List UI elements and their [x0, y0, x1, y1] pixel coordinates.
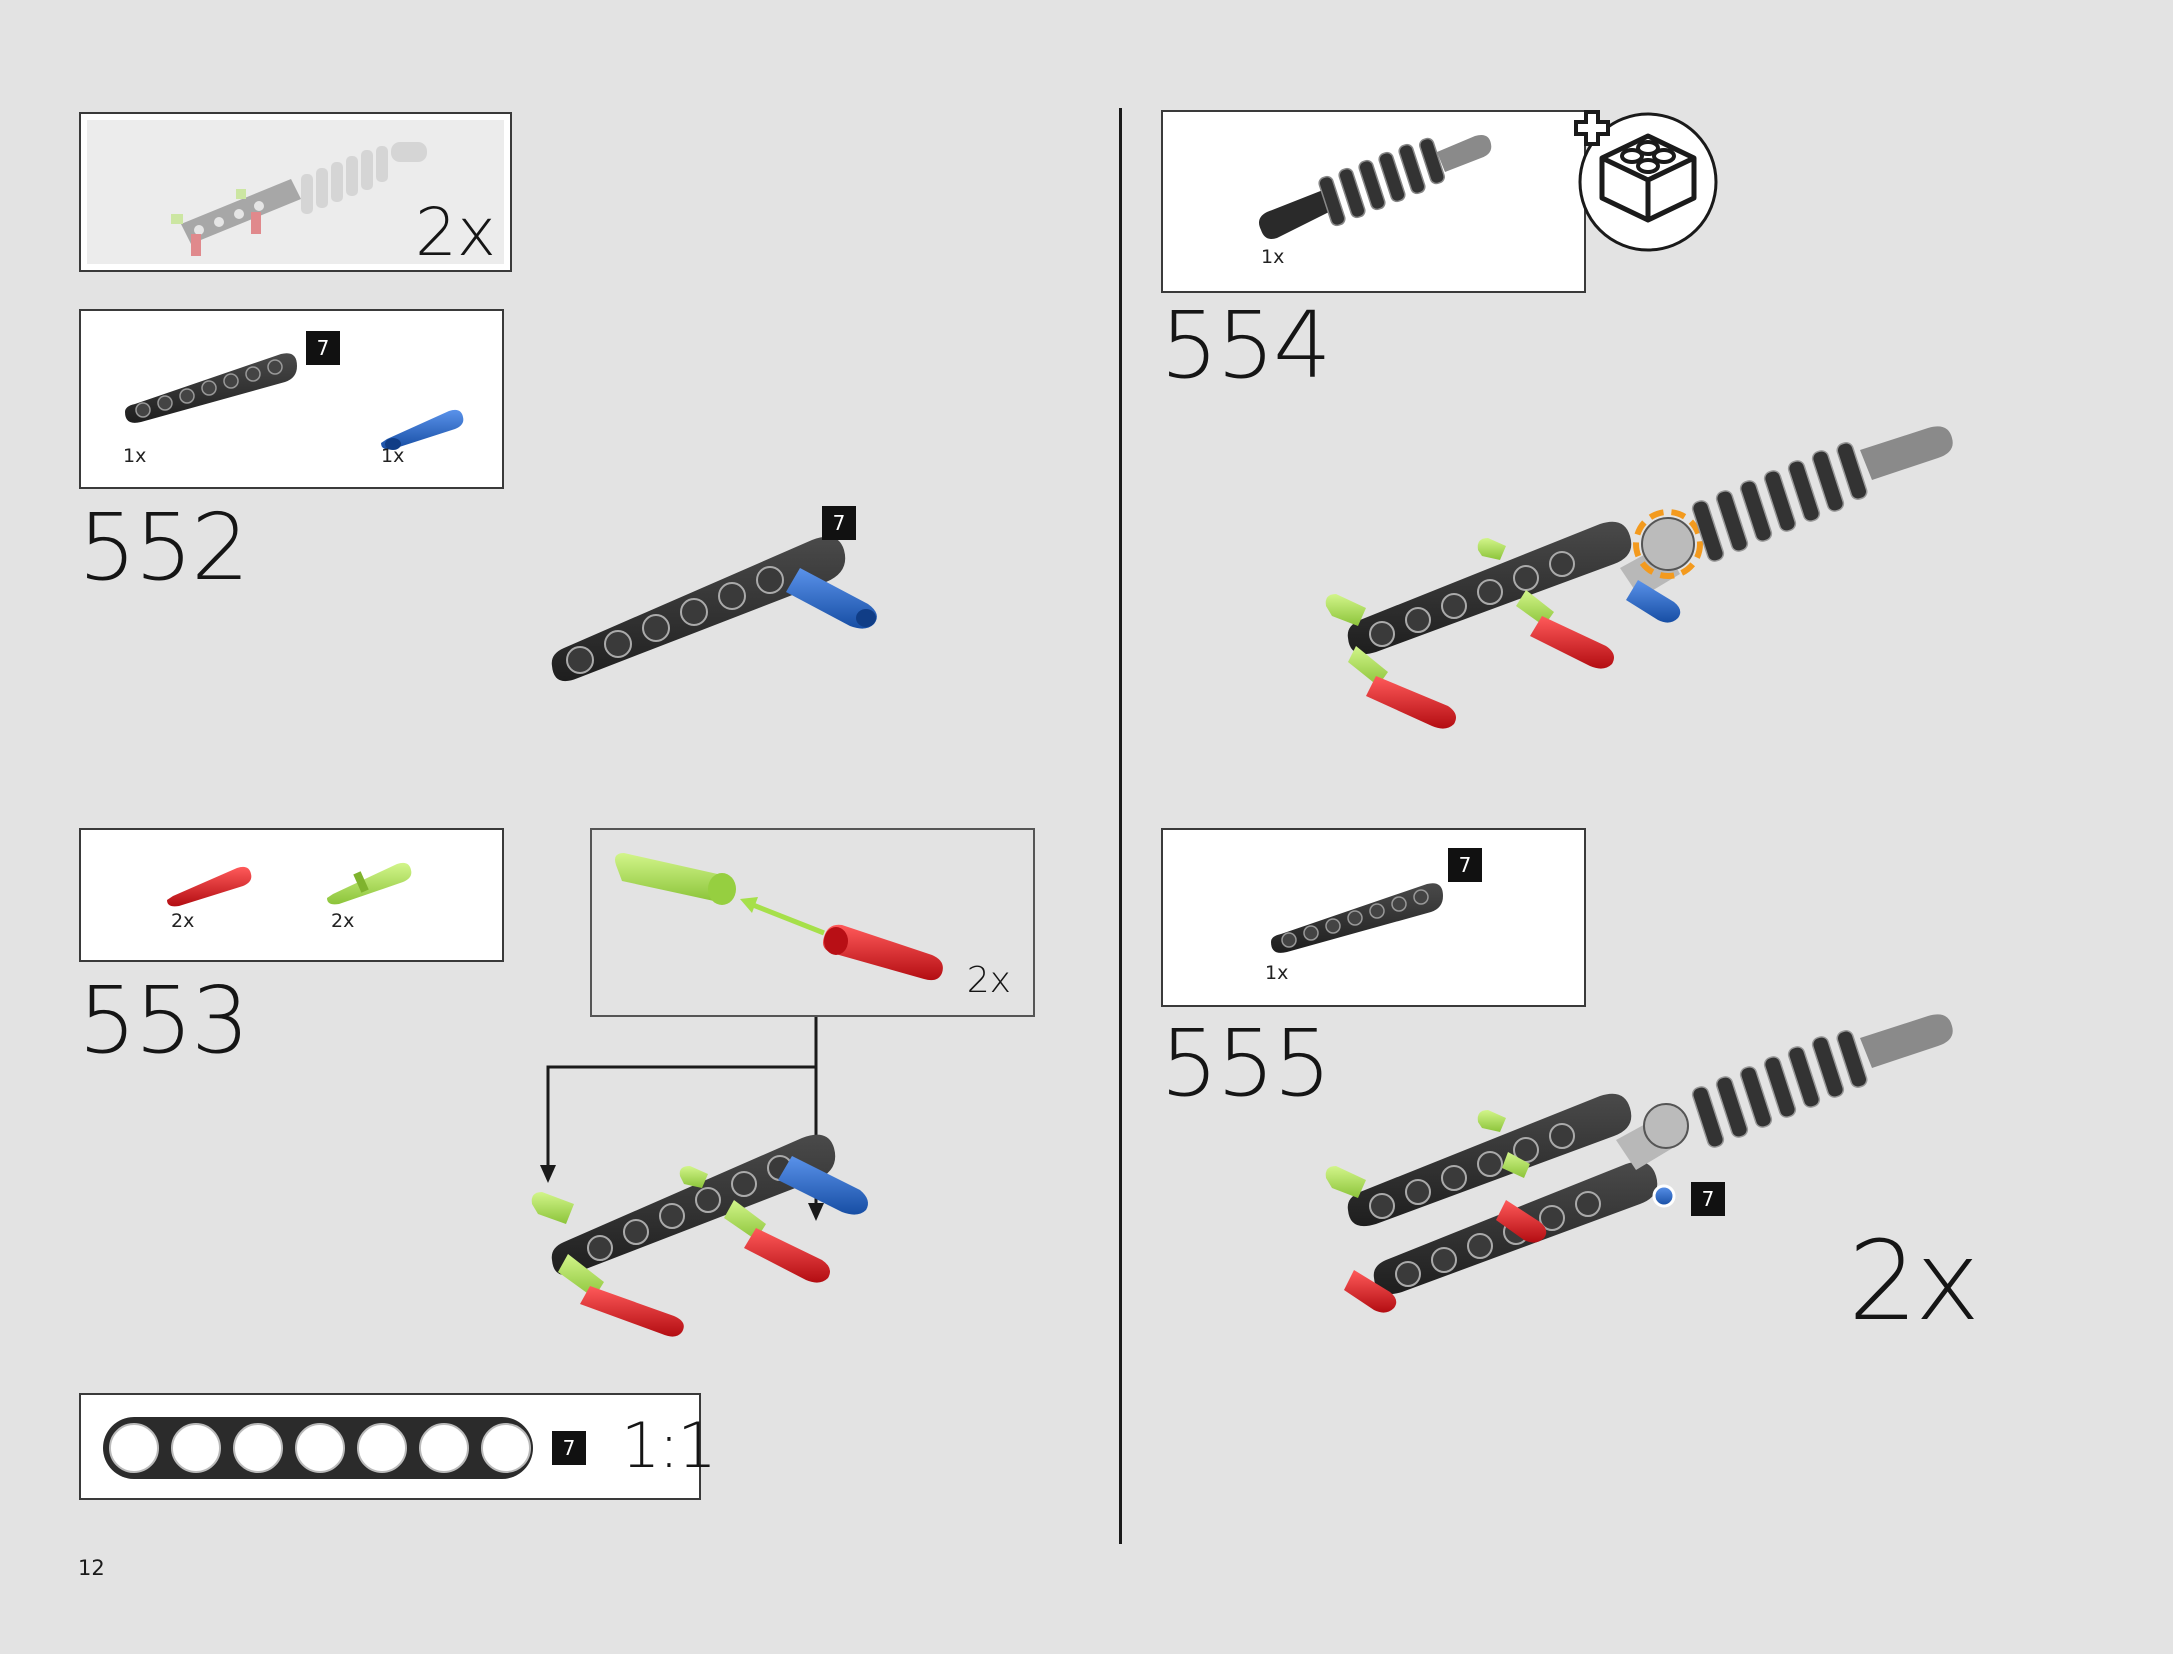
- shock-absorber-part: [1259, 135, 1492, 239]
- subassembly-indicator: 2x: [79, 112, 512, 272]
- subassembly-preview-area: [87, 120, 504, 264]
- arrow-icon: [540, 1165, 556, 1183]
- part-qty: 2x: [331, 910, 355, 932]
- pin-combination-image: [615, 853, 943, 981]
- step-552-assembly: [551, 536, 877, 682]
- page-divider: [1119, 108, 1122, 1544]
- step-555-assembly: [1325, 1014, 1953, 1313]
- scale-ratio: 1:1: [621, 1409, 717, 1482]
- pin-lime-part: [327, 862, 412, 905]
- part-qty: 1x: [1261, 246, 1285, 268]
- beam-length-tag: 7: [1448, 848, 1482, 882]
- part-qty: 1x: [381, 445, 405, 467]
- step-555-parts-list: 1x 7: [1161, 828, 1586, 1007]
- beam-7-black-part: [1271, 883, 1443, 953]
- step-number: 555: [1160, 1010, 1332, 1117]
- beam-length-tag: 7: [1691, 1182, 1725, 1216]
- step-number: 552: [78, 494, 250, 601]
- step-554-parts-list: 1x: [1161, 110, 1586, 293]
- arrow-icon: [808, 1203, 824, 1221]
- axle-pin-blue-part: [381, 409, 464, 450]
- beam-7-scale-image: [103, 1417, 533, 1479]
- part-qty: 1x: [1265, 962, 1289, 984]
- step-553-assembly: [531, 1134, 868, 1337]
- orange-highlight-icon: [1633, 509, 1703, 579]
- step-number: 554: [1160, 292, 1332, 399]
- pin-red-part: [167, 866, 252, 907]
- callout-multiplier: 2x: [966, 960, 1011, 1001]
- step-553-parts-list: 2x 2x: [79, 828, 504, 962]
- arrow-icon: [747, 900, 825, 936]
- beam-7-black-part: [125, 353, 297, 423]
- subassembly-preview-image: [171, 142, 427, 256]
- scale-bar: 7 1:1: [79, 1393, 717, 1500]
- step-number: 553: [78, 967, 250, 1074]
- beam-length-tag: 7: [552, 1431, 586, 1465]
- plus-brick-icon: [1574, 110, 1718, 252]
- beam-length-tag: 7: [306, 331, 340, 365]
- part-qty: 2x: [171, 910, 195, 932]
- part-qty: 1x: [123, 445, 147, 467]
- step-553-callout: 2x: [590, 828, 1035, 1017]
- page-number: 12: [78, 1556, 105, 1580]
- step-multiplier: 2x: [1848, 1217, 1980, 1345]
- beam-length-tag: 7: [822, 506, 856, 540]
- step-554-assembly: [1325, 426, 1953, 729]
- step-552-parts-list: 1x 1x 7: [79, 309, 504, 489]
- subassembly-multiplier: 2x: [414, 194, 496, 271]
